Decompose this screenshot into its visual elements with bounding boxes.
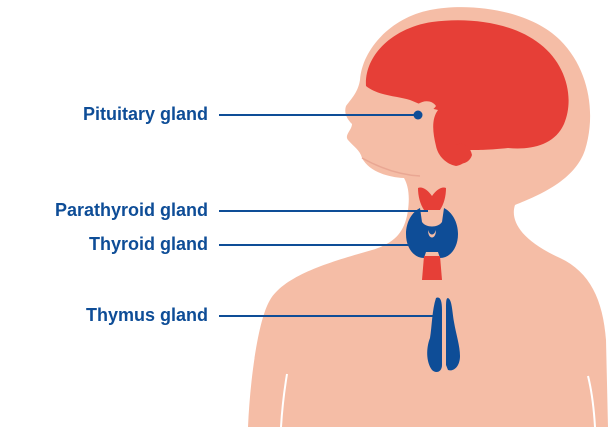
trachea xyxy=(422,256,442,280)
thymus-gland-label: Thymus gland xyxy=(86,304,208,326)
parathyroid-gland-label: Parathyroid gland xyxy=(55,199,208,221)
pituitary-gland-label: Pituitary gland xyxy=(83,103,208,125)
thyroid-gland-label: Thyroid gland xyxy=(89,233,208,255)
